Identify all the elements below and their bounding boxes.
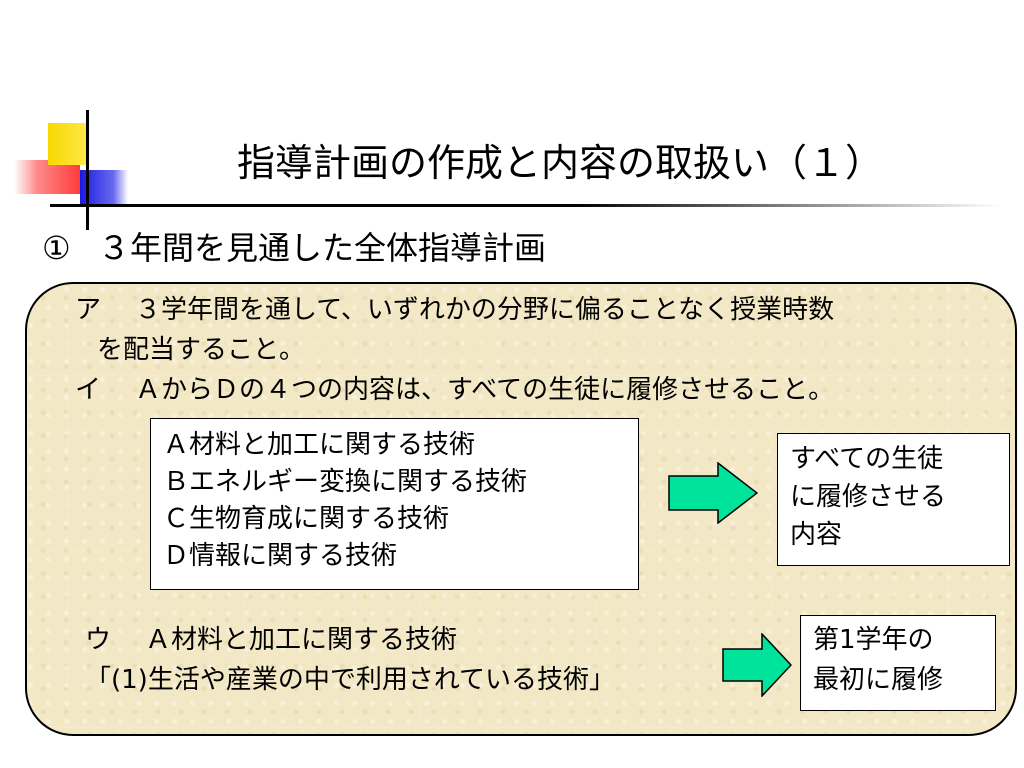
item-i-text: ＡからＤの４つの内容は、すべての生徒に履修させること。 <box>135 375 835 405</box>
slide-title: 指導計画の作成と内容の取扱い（１） <box>236 141 883 185</box>
item-u-text-line1: Ａ材料と加工に関する技術 <box>145 625 458 655</box>
section-heading: ① ３年間を見通した全体指導計画 <box>42 228 546 268</box>
item-a-text-line2: を配当すること。 <box>97 335 306 365</box>
right-arrow-icon <box>722 633 792 697</box>
result-box-1-line2: に履修させる <box>790 482 947 512</box>
result-box-first-year: 第1学年の 最初に履修 <box>800 615 996 711</box>
content-list-box: Ａ材料と加工に関する技術 Ｂエネルギー変換に関する技術 Ｃ生物育成に関する技術 … <box>150 418 639 590</box>
item-a-text-line1: ３学年間を通して、いずれかの分野に偏ることなく授業時数 <box>135 295 835 325</box>
content-list-item-c: Ｃ生物育成に関する技術 <box>163 504 450 534</box>
title-underline <box>50 204 1000 207</box>
content-list-item-d: Ｄ情報に関する技術 <box>163 541 398 571</box>
item-u-label: ウ <box>85 625 112 655</box>
result-box-all-students: すべての生徒 に履修させる 内容 <box>777 433 1010 566</box>
result-box-2-line1: 第1学年の <box>813 625 934 655</box>
item-i: イ ＡからＤの４つの内容は、すべての生徒に履修させること。 <box>75 374 834 406</box>
section-number: ① <box>42 229 71 267</box>
right-arrow-icon <box>668 462 758 524</box>
item-u-text-line2: 「(1)生活や産業の中で利用されている技術」 <box>85 665 616 695</box>
result-box-1-line1: すべての生徒 <box>790 444 944 474</box>
decorative-vertical-line <box>86 110 89 230</box>
item-u: ウ Ａ材料と加工に関する技術 <box>85 624 457 656</box>
result-box-2-line2: 最初に履修 <box>813 665 944 695</box>
content-list-item-b: Ｂエネルギー変換に関する技術 <box>163 467 528 497</box>
item-a-label: ア <box>75 295 102 325</box>
item-a: ア ３学年間を通して、いずれかの分野に偏ることなく授業時数 <box>75 294 834 326</box>
result-box-1-line3: 内容 <box>790 520 843 550</box>
decorative-yellow-block <box>48 123 88 165</box>
decorative-red-block <box>14 160 80 194</box>
content-list-item-a: Ａ材料と加工に関する技術 <box>163 430 476 460</box>
section-heading-text: ３年間を見通した全体指導計画 <box>98 229 547 267</box>
item-i-label: イ <box>75 375 102 405</box>
